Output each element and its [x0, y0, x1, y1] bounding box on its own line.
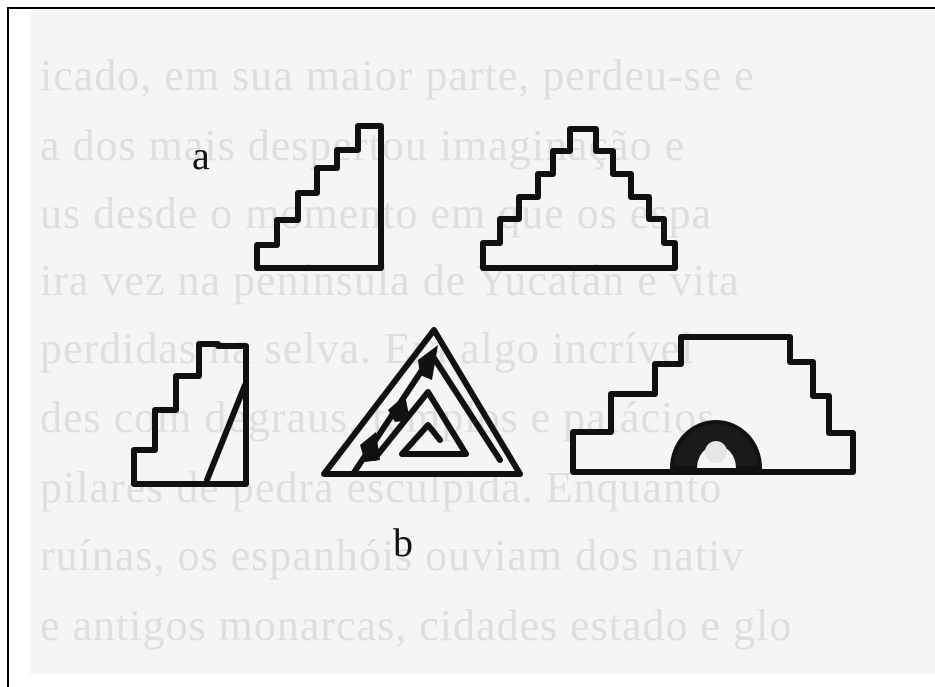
- dome-icon: [672, 422, 760, 468]
- figure-label-a: a: [192, 132, 210, 179]
- diagonal-step-motif: [134, 344, 246, 484]
- full-step-pyramid-motif: [483, 129, 675, 268]
- figure-label-b: b: [393, 519, 413, 566]
- half-step-pyramid-motif: [257, 126, 381, 268]
